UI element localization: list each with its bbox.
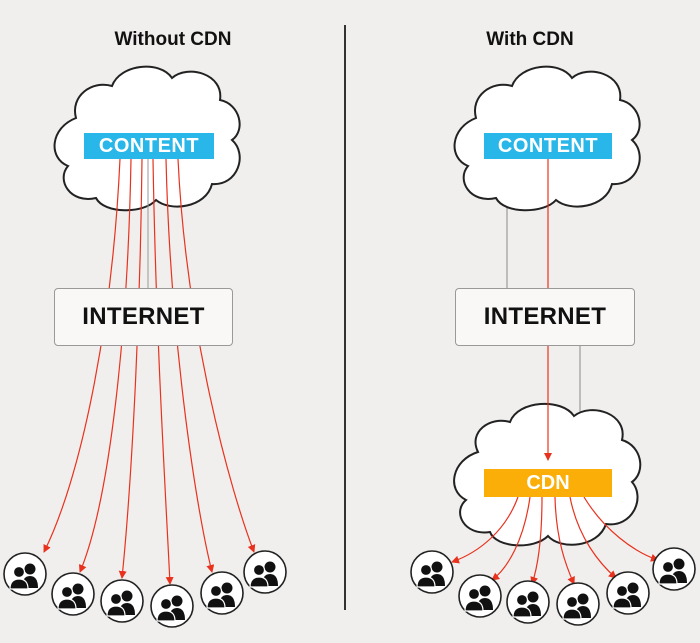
- arrow-to-user-1: [43, 158, 121, 553]
- arrow-cdn-to-user-2: [491, 496, 531, 581]
- arrow-cdn-to-user-4: [554, 496, 575, 585]
- arrow-cdn-to-user-1: [451, 496, 519, 564]
- content-label-right: CONTENT: [484, 133, 612, 159]
- users-icon: [200, 571, 244, 615]
- arrow-to-user-3: [118, 158, 143, 579]
- users-icon: [243, 550, 287, 594]
- cdn-label: CDN: [484, 469, 612, 497]
- arrow-to-user-4: [152, 158, 174, 585]
- cdn-arrows: [451, 496, 659, 585]
- users-icon: [652, 547, 696, 591]
- header-without-cdn: Without CDN: [114, 29, 232, 50]
- users-icon: [458, 574, 502, 618]
- users-icon: [3, 552, 47, 596]
- users-icon: [100, 579, 144, 623]
- users-icon: [410, 550, 454, 594]
- user-groups-right: [410, 547, 696, 626]
- internet-box-right: INTERNET: [455, 288, 635, 346]
- panel-divider: [344, 25, 346, 610]
- arrow-cdn-to-user-3: [530, 496, 543, 585]
- users-icon: [606, 571, 650, 615]
- users-icon: [556, 582, 600, 626]
- internet-box-left: INTERNET: [54, 288, 233, 346]
- arrow-cdn-to-user-6: [583, 496, 659, 562]
- arrow-cdn-to-user-5: [569, 496, 617, 579]
- user-groups-left: [3, 550, 287, 628]
- users-icon: [51, 572, 95, 616]
- arrow-to-user-2: [78, 158, 132, 573]
- header-with-cdn: With CDN: [486, 29, 574, 50]
- arrow-to-user-5: [165, 158, 215, 573]
- users-icon: [506, 580, 550, 624]
- arrow-to-user-6: [177, 158, 256, 553]
- direct-arrows: [43, 158, 256, 585]
- users-icon: [150, 584, 194, 628]
- content-label-left: CONTENT: [84, 133, 214, 159]
